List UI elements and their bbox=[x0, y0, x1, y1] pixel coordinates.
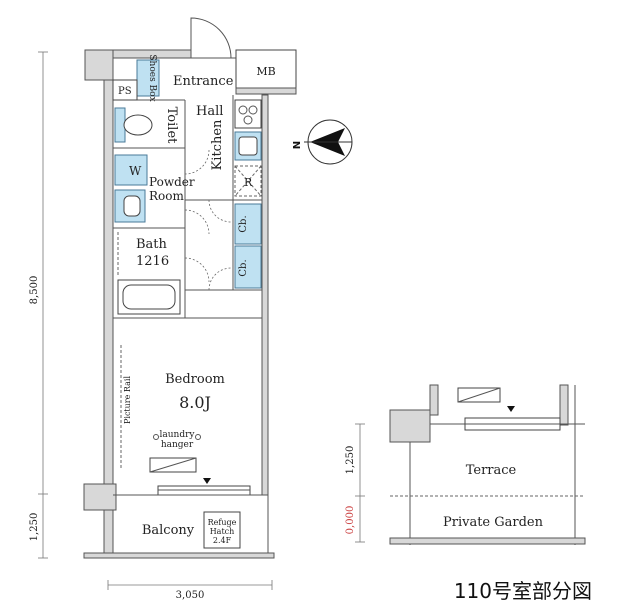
label-cb-lower: Cb. bbox=[238, 259, 249, 276]
toilet-bowl bbox=[123, 114, 153, 136]
label-private-garden: Private Garden bbox=[443, 515, 544, 530]
label-mb: MB bbox=[256, 65, 275, 78]
plan-title: 110号室部分図 bbox=[454, 579, 592, 603]
dimension-lines bbox=[38, 51, 365, 590]
label-cb-upper: Cb. bbox=[238, 215, 249, 232]
inset-window-marker-icon bbox=[507, 406, 515, 412]
label-picture-rail: Picture Rail bbox=[123, 376, 132, 424]
ps-shaft bbox=[112, 79, 138, 101]
label-hall: Hall bbox=[196, 104, 223, 119]
label-bath-size: 1216 bbox=[136, 254, 169, 269]
walls bbox=[83, 49, 297, 559]
entrance-door bbox=[190, 17, 232, 59]
label-bedroom-size: 8.0J bbox=[179, 393, 211, 412]
cooktop bbox=[234, 99, 262, 129]
closet-lower bbox=[234, 245, 262, 289]
inset-plan bbox=[389, 384, 586, 545]
label-refrigerator: R bbox=[244, 176, 253, 189]
label-terrace: Terrace bbox=[466, 463, 517, 478]
dim-height-balcony: 1,250 bbox=[29, 513, 40, 542]
closet-upper bbox=[234, 203, 262, 245]
washer-fixture bbox=[114, 154, 148, 186]
dim-garden-depth: 0,000 bbox=[345, 506, 356, 535]
label-washer: W bbox=[129, 164, 142, 178]
dim-width: 3,050 bbox=[176, 590, 205, 601]
label-kitchen: Kitchen bbox=[210, 119, 225, 170]
dim-terrace-depth: 1,250 bbox=[345, 446, 356, 475]
label-balcony: Balcony bbox=[142, 523, 195, 538]
laundry-hanger-hook bbox=[153, 434, 159, 440]
north-compass bbox=[304, 119, 353, 165]
label-ps: PS bbox=[118, 86, 132, 97]
label-shoes-box: Shoes Box bbox=[147, 54, 157, 101]
label-entrance: Entrance bbox=[173, 74, 234, 89]
label-toilet: Toilet bbox=[164, 107, 179, 144]
label-bedroom: Bedroom bbox=[165, 372, 225, 387]
dim-height-main: 8,500 bbox=[29, 276, 40, 305]
north-label: N bbox=[292, 141, 303, 149]
shoes-box-cabinet bbox=[136, 59, 160, 97]
label-bath: Bath bbox=[136, 237, 168, 252]
refrigerator-space bbox=[234, 165, 262, 197]
refuge-hatch-box bbox=[203, 511, 241, 549]
window-marker-icon bbox=[203, 478, 211, 484]
